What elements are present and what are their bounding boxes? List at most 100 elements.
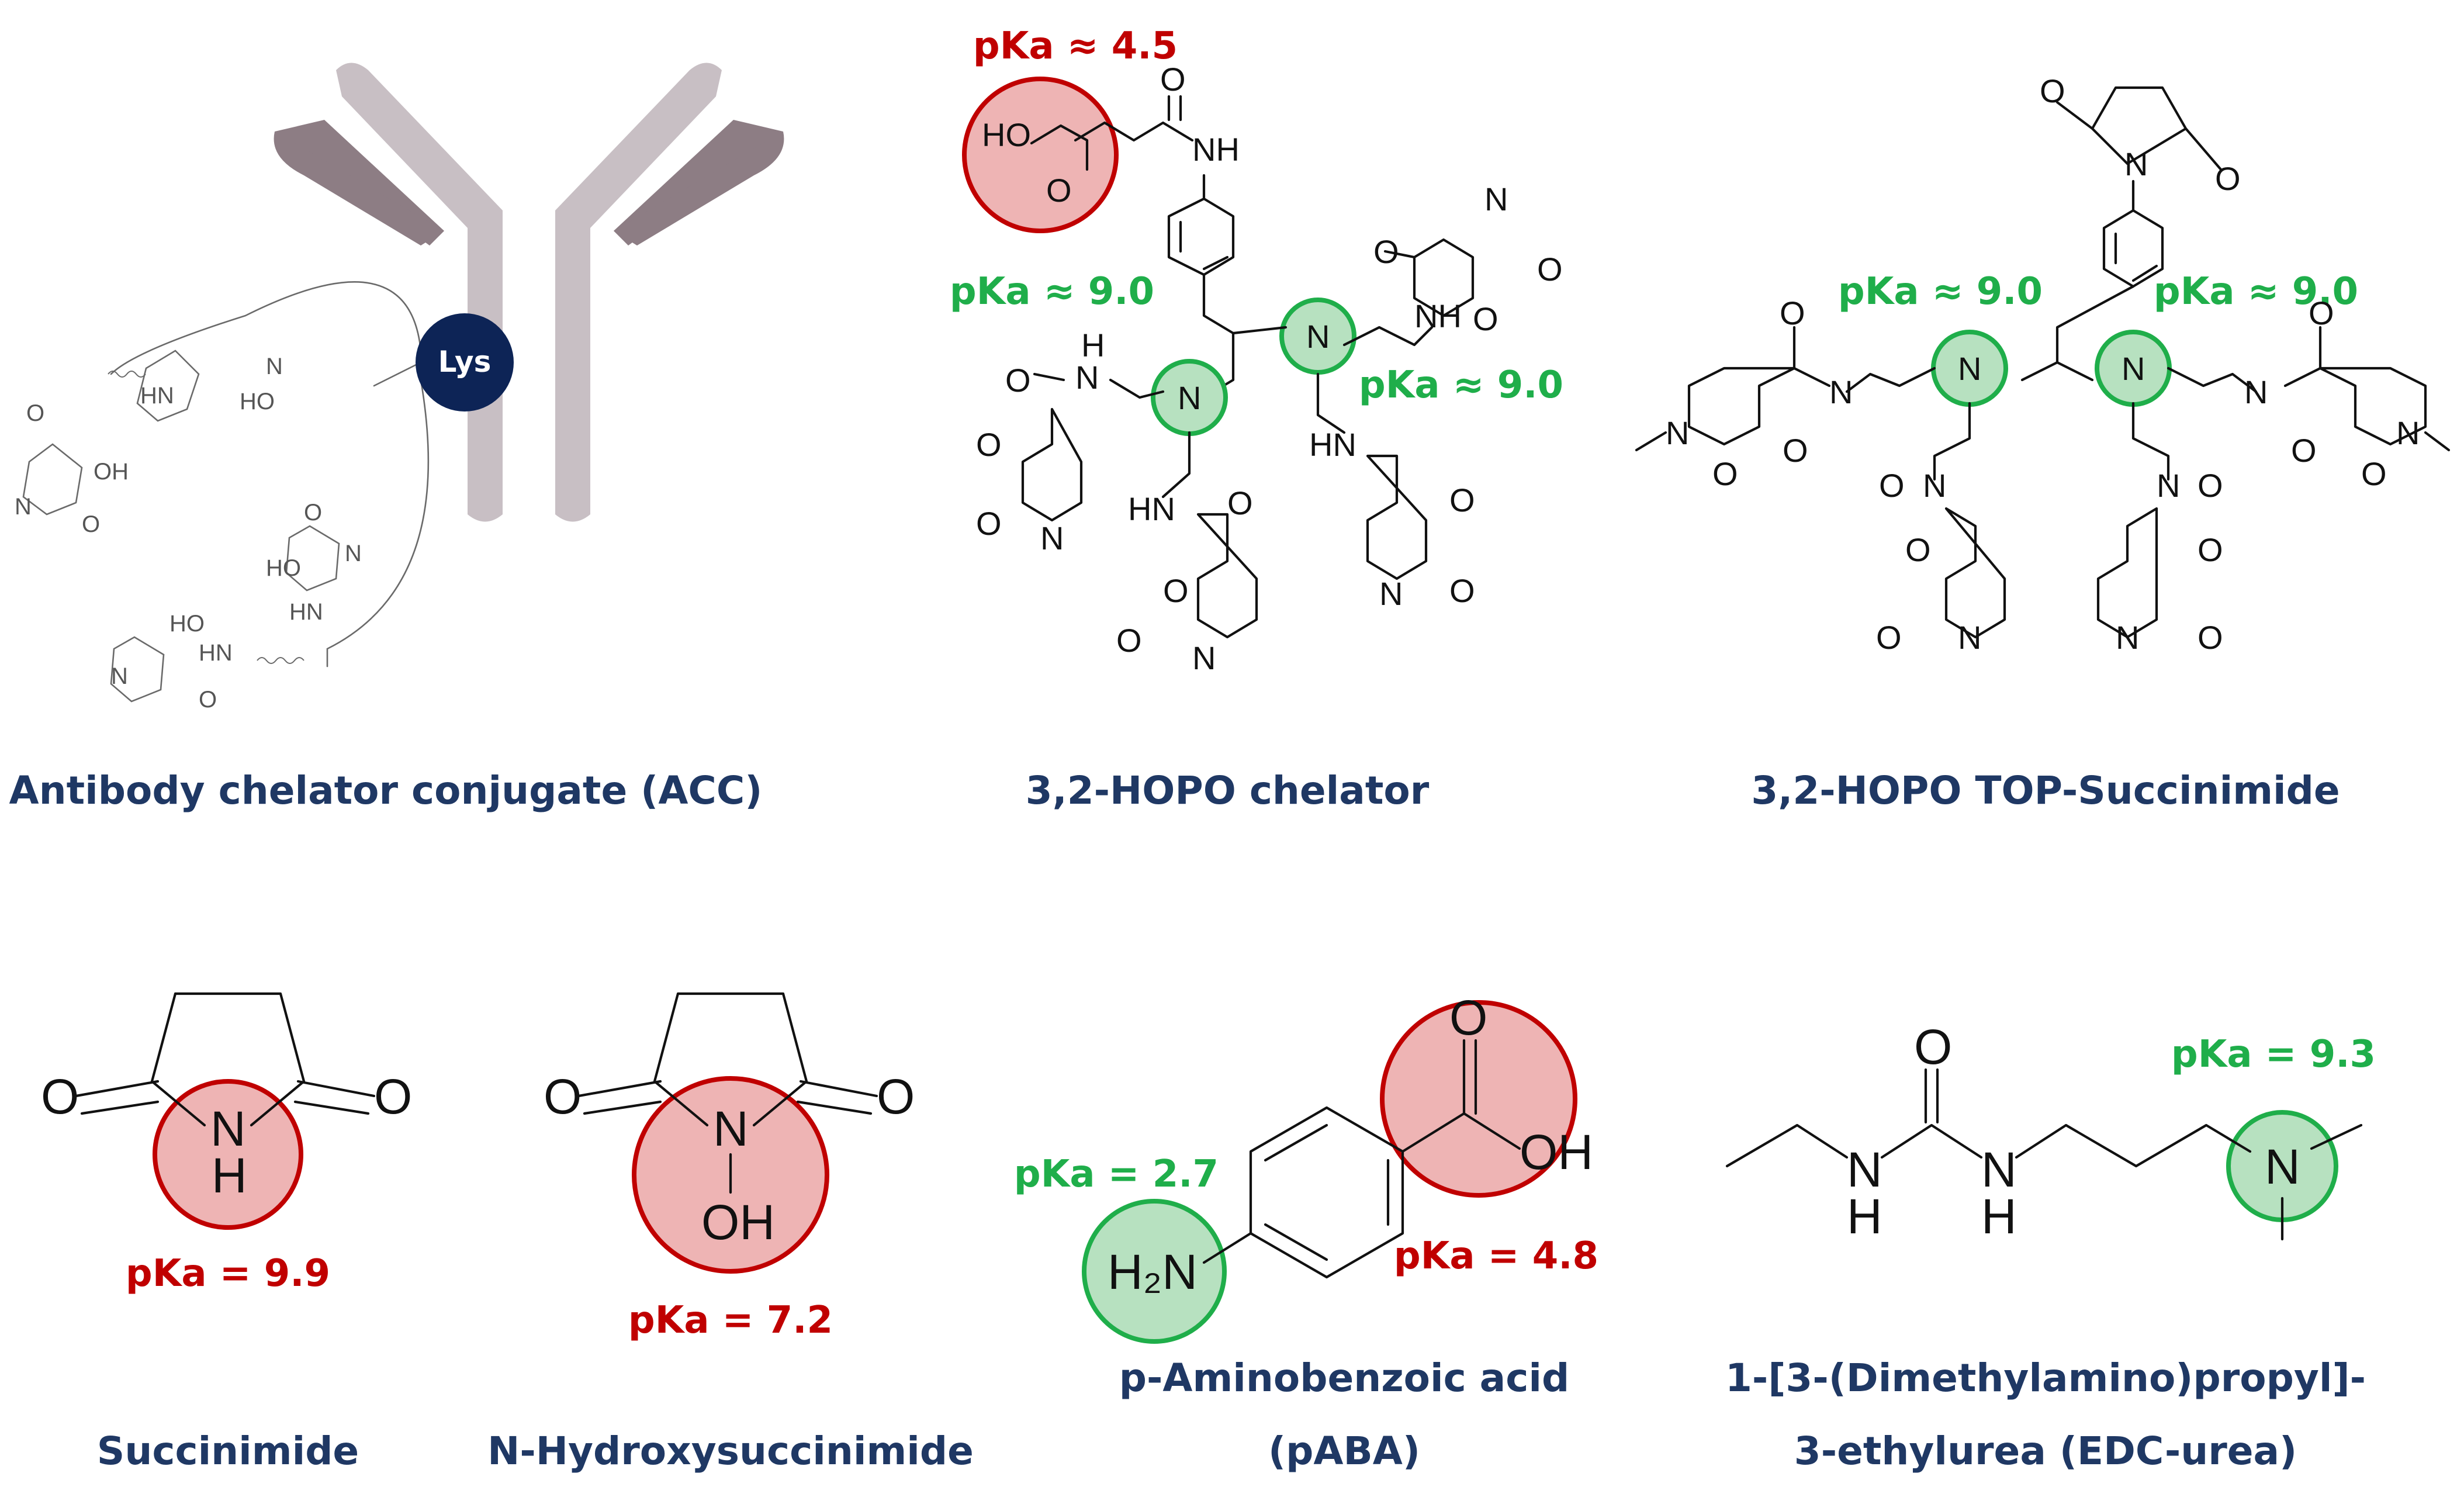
svg-text:HN: HN [1309,426,1356,463]
svg-text:N: N [1981,1142,2017,1197]
svg-text:H₂N: H₂N [1108,1244,1198,1299]
svg-text:N: N [1178,379,1201,416]
svg-text:HN: HN [140,383,174,409]
svg-text:N: N [2157,467,2180,504]
pka-hopo-acid: pKa ≈ 4.5 [973,25,1178,68]
svg-text:N: N [2122,350,2145,387]
linker-arc [326,379,430,668]
svg-text:N: N [1075,359,1099,396]
svg-text:N: N [1829,374,1853,410]
svg-text:N: N [1306,318,1330,355]
lysine-label: Lys [438,345,492,379]
antibody-icon [274,63,784,522]
pka-hopo-amine-left: pKa ≈ 9.0 [950,270,1154,313]
svg-text:O: O [2215,160,2241,197]
acid-highlight-circle [1380,1000,1577,1198]
svg-text:O: O [1373,233,1399,270]
svg-text:O: O [1905,531,1931,568]
hopo-unit-sketch: O HO N HN [266,500,362,625]
svg-text:HN: HN [1128,490,1175,527]
pka-top-right: pKa ≈ 9.0 [2154,270,2358,313]
svg-text:HN: HN [199,640,233,666]
svg-text:N: N [713,1101,749,1156]
svg-text:O: O [374,1069,412,1124]
caption-edc-line2: 3-ethylurea (EDC-urea) [1794,1429,2297,1474]
svg-text:N: N [1847,1142,1882,1197]
svg-text:O: O [1449,482,1475,518]
svg-text:O: O [1537,251,1563,288]
hopo-unit-sketch: HO N HN O [110,611,304,713]
svg-text:N: N [1040,520,1064,556]
linker-arc [110,281,422,375]
svg-text:H: H [1081,327,1105,364]
svg-text:O: O [877,1069,915,1124]
caption-paba-line2: (pABA) [1268,1429,1420,1474]
svg-text:N: N [2244,374,2268,410]
svg-text:O: O [1163,572,1189,609]
svg-text:O: O [41,1069,79,1124]
svg-text:HN: HN [289,599,323,625]
svg-text:H: H [1847,1189,1882,1244]
svg-text:O: O [1879,467,1905,504]
pka-succinimide: pKa = 9.9 [126,1252,330,1295]
pka-top-left: pKa ≈ 9.0 [1838,270,2043,313]
svg-text:O: O [1005,362,1031,399]
svg-text:N: N [15,494,32,520]
svg-text:O: O [1160,61,1186,98]
svg-text:HO: HO [240,389,275,414]
svg-text:N: N [111,663,128,689]
svg-text:N: N [1484,181,1508,217]
svg-text:O: O [2361,455,2387,492]
caption-hopo-chelator: 3,2-HOPO chelator [1026,768,1430,813]
acid-highlight-circle [962,77,1119,233]
svg-text:O: O [2197,467,2223,504]
svg-text:N: N [1379,575,1403,612]
svg-text:O: O [1116,622,1142,659]
svg-text:O: O [1449,990,1487,1045]
panel-acc: Lys HN HO N O OH N O O HO N HN HO N HN [15,63,784,713]
svg-text:N: N [266,354,283,379]
svg-text:O: O [1876,619,1902,656]
svg-text:O: O [1712,455,1738,492]
svg-text:O: O [1449,572,1475,609]
svg-text:O: O [2197,531,2223,568]
pka-edc: pKa = 9.3 [2171,1033,2376,1076]
svg-text:N: N [1958,350,1981,387]
svg-text:H: H [212,1148,247,1203]
svg-text:N: N [345,541,362,566]
caption-acc: Antibody chelator conjugate (ACC) [9,768,763,813]
pka-paba-amine: pKa = 2.7 [1014,1153,1219,1196]
svg-text:HO: HO [169,611,205,637]
panel-succinimide: O O N H pKa = 9.9 [41,992,412,1295]
panel-nhs: O O N OH pKa = 7.2 [544,992,915,1342]
svg-text:N: N [210,1101,246,1156]
svg-text:N: N [1192,639,1216,676]
svg-text:O: O [1914,1019,1952,1074]
svg-text:O: O [544,1069,582,1124]
panel-paba: O OH H₂N pKa = 2.7 pKa = 4.8 [1014,990,1598,1344]
svg-text:O: O [2291,432,2317,469]
svg-text:O: O [304,500,322,525]
caption-top-succinimide: 3,2-HOPO TOP-Succinimide [1751,768,2340,813]
svg-text:N: N [2265,1139,2300,1194]
svg-text:H: H [1981,1189,2017,1244]
pka-hopo-amine-right: pKa ≈ 9.0 [1359,364,1563,407]
svg-text:O: O [1046,172,1072,209]
amine-highlight-circle [1082,1199,1227,1344]
svg-text:N: N [1666,414,1689,451]
caption-succinimide: Succinimide [97,1429,359,1474]
svg-text:O: O [1780,295,1805,331]
panel-top-succinimide: O O N N N pKa ≈ 9.0 pKa ≈ 9.0 N O N O O … [1635,72,2451,656]
hopo-unit-sketch: HN HO N [108,350,283,422]
svg-text:N: N [2124,146,2148,182]
svg-text:N: N [2396,414,2420,451]
amine-highlight-circle [1279,298,1356,375]
svg-text:O: O [1473,300,1499,337]
svg-text:HO: HO [266,555,301,581]
svg-text:O: O [2309,295,2334,331]
svg-text:OH: OH [94,459,129,485]
svg-text:OH: OH [1520,1125,1593,1180]
svg-text:O: O [199,687,217,713]
panel-hopo-chelator: pKa ≈ 4.5 HO O O NH N N pKa ≈ 9.0 pKa ≈ … [950,25,1563,676]
